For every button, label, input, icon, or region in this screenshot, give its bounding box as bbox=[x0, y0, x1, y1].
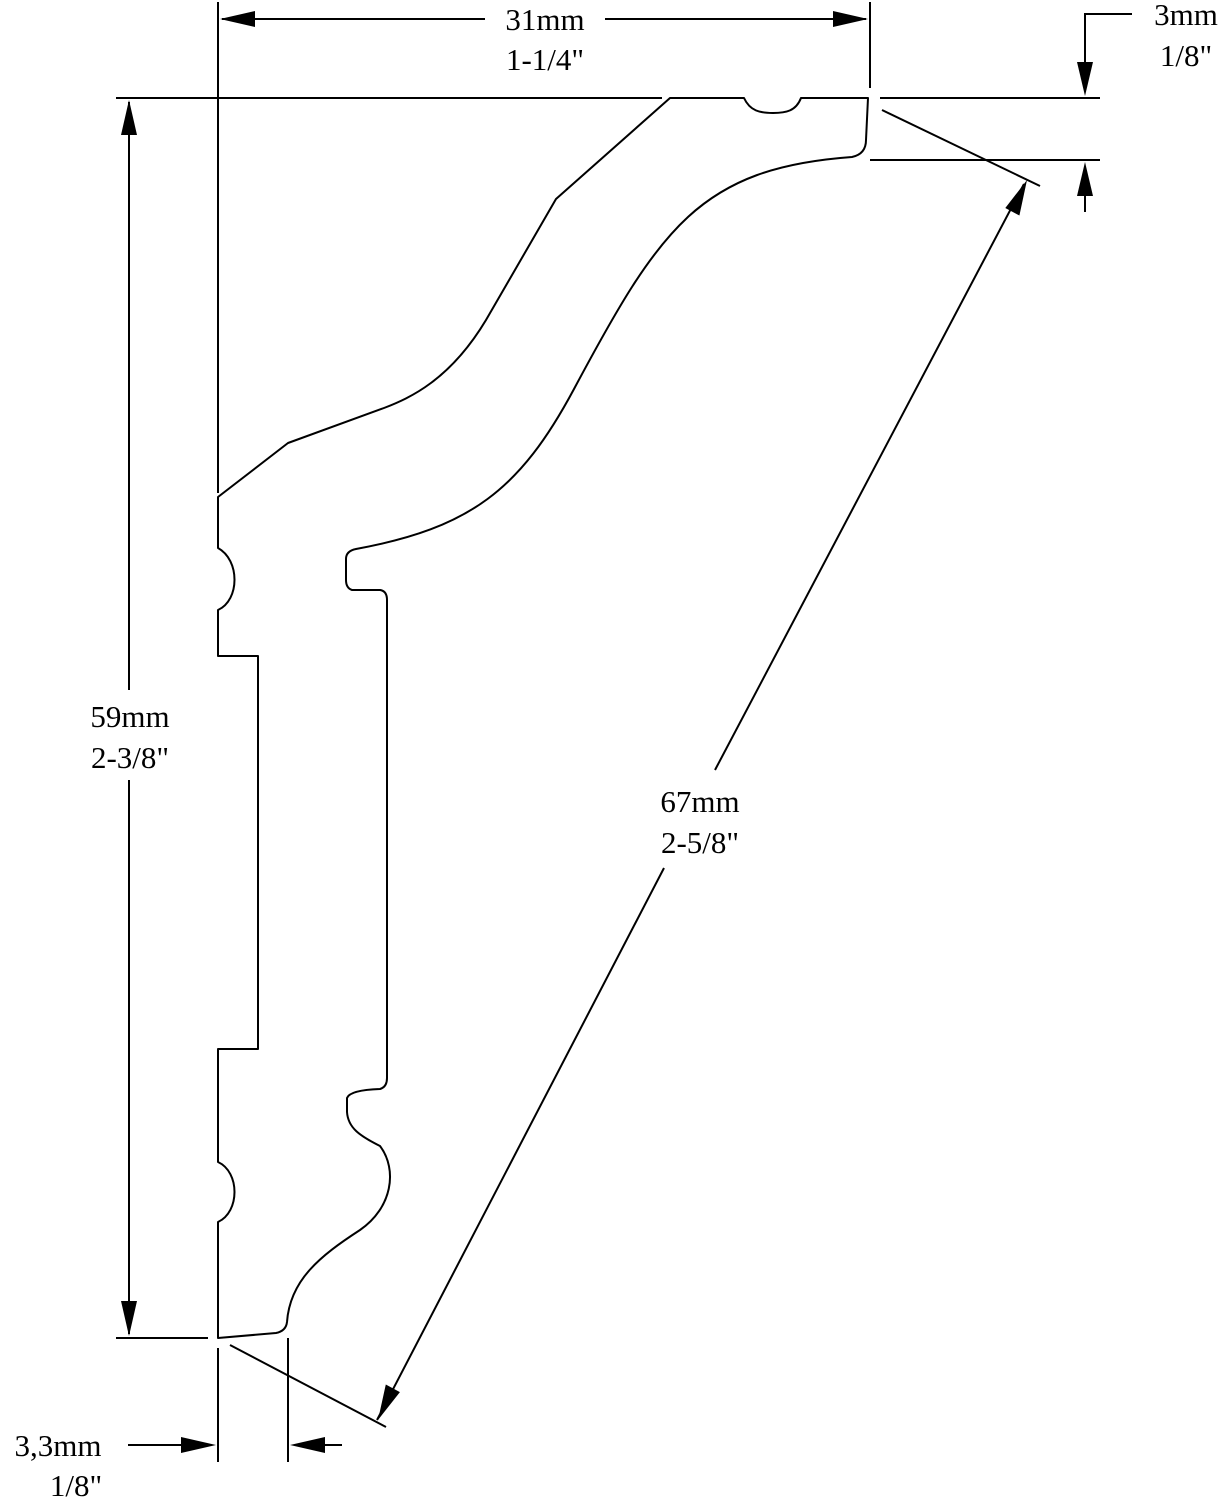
diagonal-imperial: 2-5/8" bbox=[661, 825, 739, 860]
bottom-offset-arrow-right bbox=[181, 1437, 216, 1453]
height-arrow-up bbox=[121, 100, 137, 135]
diagonal-dimension-line-lower bbox=[376, 867, 665, 1421]
top-width-imperial: 1-1/4" bbox=[506, 42, 584, 77]
bottom-offset-metric: 3,3mm bbox=[15, 1428, 102, 1463]
diagonal-dimension-line-upper bbox=[714, 183, 1025, 771]
top-offset-imperial: 1/8" bbox=[1160, 38, 1212, 73]
top-offset-leader-upper bbox=[1084, 13, 1132, 62]
diagonal-extension-upper bbox=[881, 109, 1041, 187]
top-offset-metric: 3mm bbox=[1154, 0, 1218, 32]
top-offset-arrow-down bbox=[1077, 62, 1093, 96]
diagonal-arrow-upper bbox=[1005, 180, 1027, 216]
diagonal-metric: 67mm bbox=[660, 784, 739, 819]
height-arrow-down bbox=[121, 1301, 137, 1336]
diagonal-arrow-lower bbox=[378, 1384, 400, 1420]
top-offset-arrow-up bbox=[1077, 162, 1093, 196]
top-dim-arrow-left bbox=[220, 11, 255, 27]
bottom-offset-arrow-left bbox=[290, 1437, 325, 1453]
height-metric: 59mm bbox=[90, 699, 169, 734]
molding-profile-outline bbox=[217, 97, 869, 1339]
diagonal-extension-lower bbox=[229, 1344, 387, 1428]
bottom-offset-imperial: 1/8" bbox=[50, 1468, 102, 1500]
height-imperial: 2-3/8" bbox=[91, 740, 169, 775]
top-width-metric: 31mm bbox=[505, 2, 584, 37]
top-dim-arrow-right bbox=[833, 11, 868, 27]
